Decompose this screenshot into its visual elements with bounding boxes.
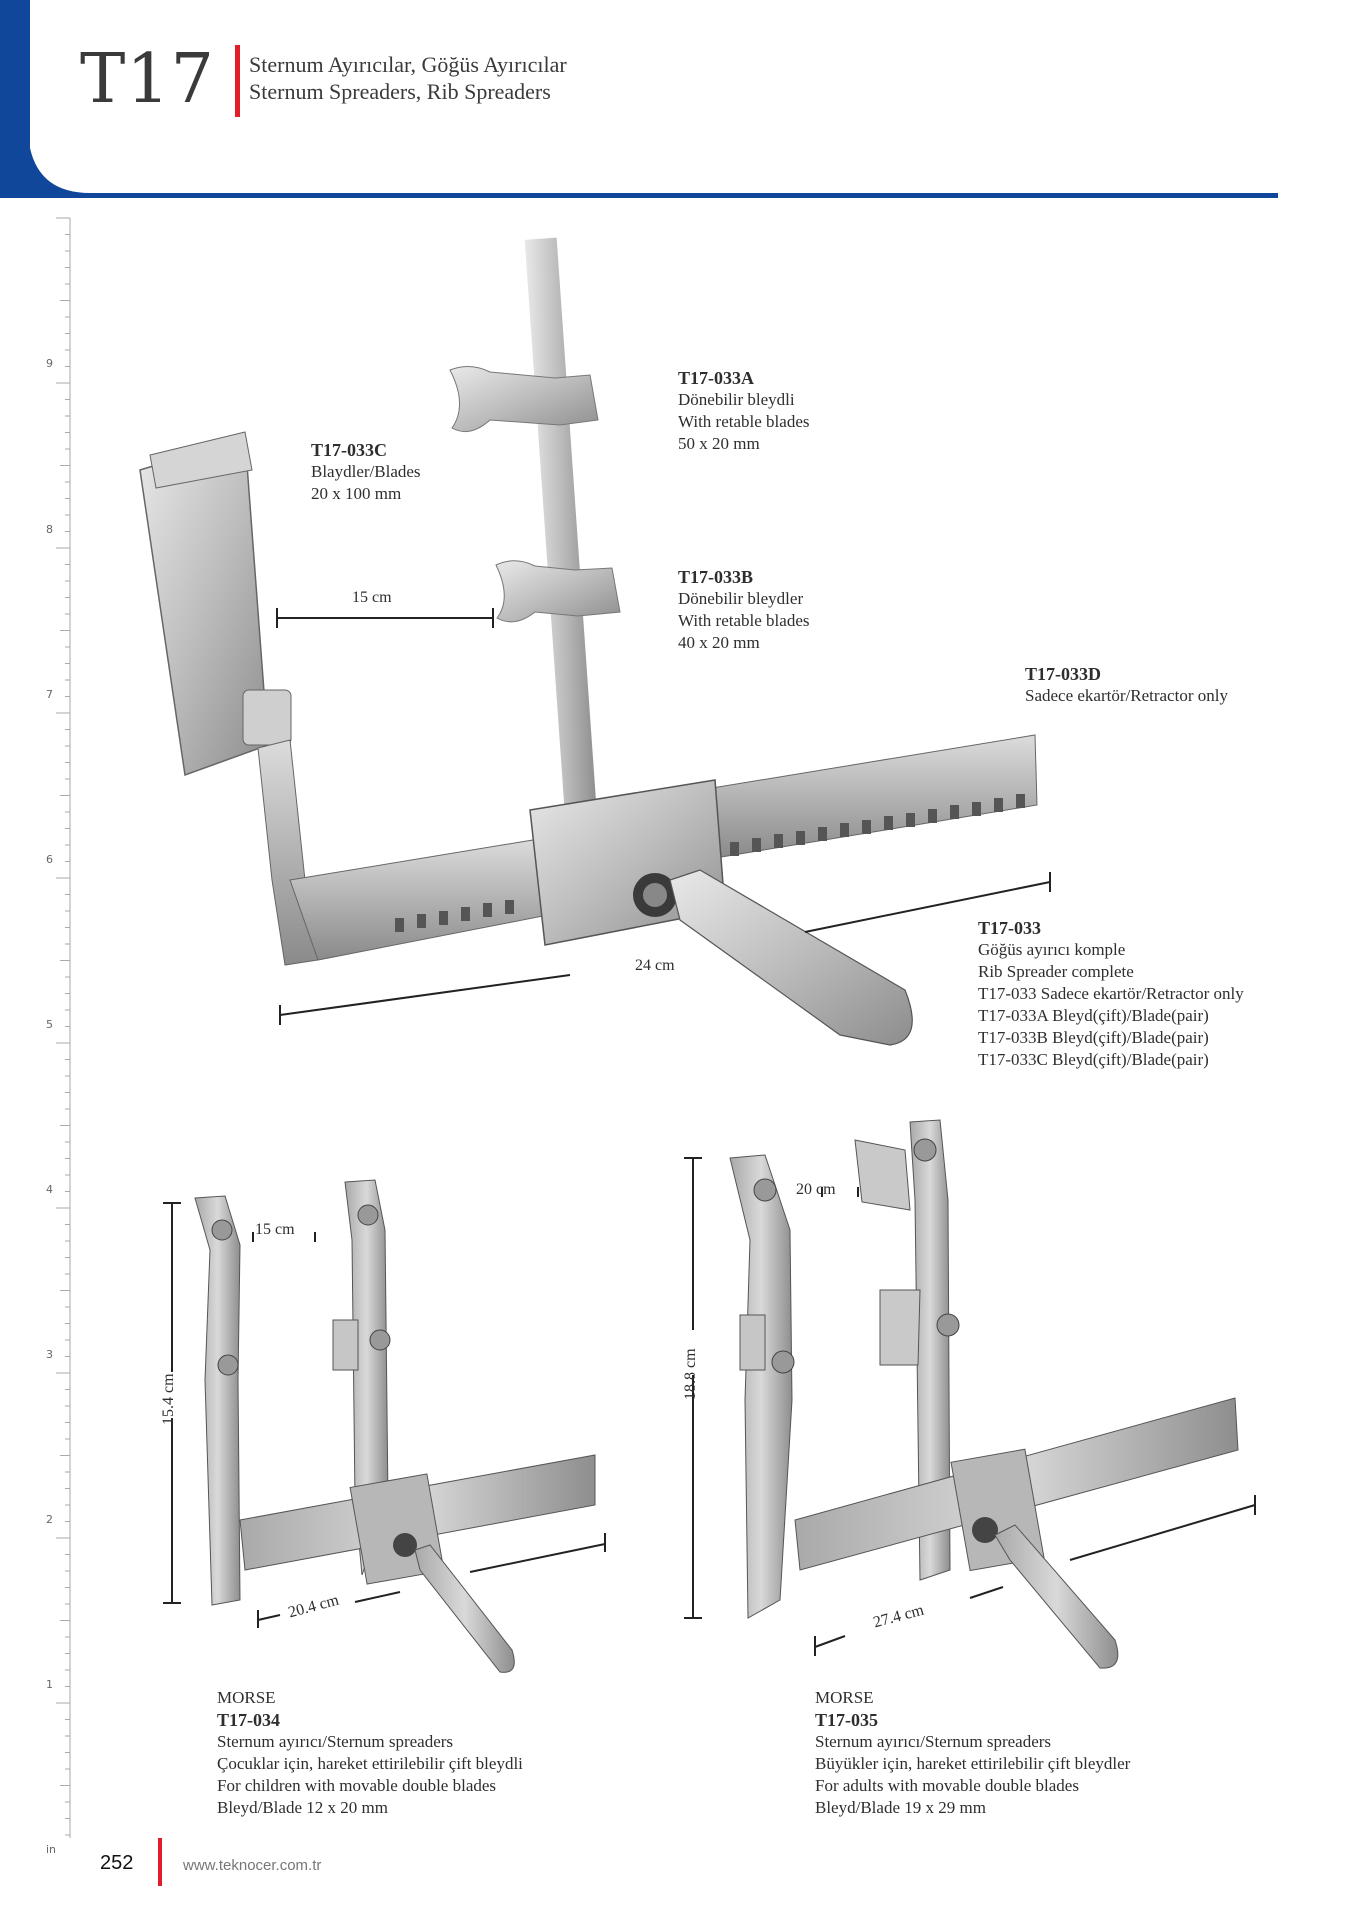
code-t17-033d: T17-033D	[1025, 664, 1101, 684]
ruler-mark-2: 2	[46, 1513, 53, 1526]
label-t17-033b: T17-033B Dönebilir bleydler With retable…	[678, 566, 809, 654]
t17-033b-line1: Dönebilir bleydler	[678, 589, 804, 608]
page-number: 252	[100, 1852, 134, 1874]
t17-034-brand: MORSE	[217, 1688, 276, 1707]
header-red-bar	[235, 45, 240, 117]
dim-t034-width: 15 cm	[255, 1221, 295, 1238]
code-t17-033: T17-033	[978, 918, 1041, 938]
t17-035-line: For adults with movable double blades	[815, 1776, 1079, 1795]
ruler-mark-8: 8	[46, 523, 53, 536]
code-t17-033a: T17-033A	[678, 368, 754, 388]
t17-033-line: Göğüs ayırıcı komple	[978, 940, 1126, 959]
t17-033a-line1: Dönebilir bleydli	[678, 390, 795, 409]
dim-t035-height: 18.8 cm	[682, 1348, 699, 1400]
dim-main-width: 15 cm	[352, 589, 392, 606]
t17-033a-line2: With retable blades	[678, 412, 810, 431]
ruler-mark-6: 6	[46, 853, 53, 866]
t17-033b-line2: With retable blades	[678, 611, 810, 630]
label-t17-033d: T17-033D Sadece ekartör/Retractor only	[1025, 663, 1228, 707]
t17-033-line: T17-033A Bleyd(çift)/Blade(pair)	[978, 1006, 1209, 1025]
t17-033c-line1: Blaydler/Blades	[311, 462, 421, 481]
ruler-mark-5: 5	[46, 1018, 53, 1031]
header-blue-corner	[30, 148, 90, 198]
dim-main-length: 24 cm	[635, 957, 675, 974]
footer-red-bar	[158, 1838, 162, 1886]
code-t17-033b: T17-033B	[678, 567, 754, 587]
website-link[interactable]: www.teknocer.com.tr	[183, 1857, 322, 1874]
section-code: T17	[80, 40, 215, 119]
t17-034-line: Çocuklar için, hareket ettirilebilir çif…	[217, 1754, 523, 1773]
ruler-mark-3: 3	[46, 1348, 53, 1361]
ruler-mark-7: 7	[46, 688, 53, 701]
code-t17-034: T17-034	[217, 1710, 280, 1730]
label-t17-035: MORSE T17-035 Sternum ayırıcı/Sternum sp…	[815, 1687, 1130, 1819]
t17-033-line: T17-033B Bleyd(çift)/Blade(pair)	[978, 1028, 1209, 1047]
t17-034-line: Sternum ayırıcı/Sternum spreaders	[217, 1732, 454, 1751]
t17-033-line: Rib Spreader complete	[978, 962, 1134, 981]
code-t17-033c: T17-033C	[311, 440, 387, 460]
ruler-mark-4: 4	[46, 1183, 53, 1196]
ruler-unit: in	[46, 1843, 57, 1856]
label-t17-033: T17-033 Göğüs ayırıcı komple Rib Spreade…	[978, 917, 1244, 1071]
t17-035-line: Bleyd/Blade 19 x 29 mm	[815, 1798, 986, 1817]
t17-033d-line1: Sadece ekartör/Retractor only	[1025, 686, 1228, 705]
t17-034-line: For children with movable double blades	[217, 1776, 497, 1795]
header-rule	[60, 193, 1278, 198]
label-t17-033c: T17-033C Blaydler/Blades 20 x 100 mm	[311, 439, 421, 505]
t17-035-line: Sternum ayırıcı/Sternum spreaders	[815, 1732, 1052, 1751]
label-t17-034: MORSE T17-034 Sternum ayırıcı/Sternum sp…	[217, 1687, 523, 1819]
section-title-en: Sternum Spreaders, Rib Spreaders	[249, 79, 551, 104]
t17-035-line: Büyükler için, hareket ettirilebilir çif…	[815, 1754, 1131, 1773]
label-t17-033a: T17-033A Dönebilir bleydli With retable …	[678, 367, 809, 455]
code-t17-035: T17-035	[815, 1710, 878, 1730]
t17-033-line: T17-033 Sadece ekartör/Retractor only	[978, 984, 1244, 1003]
dim-t035-width: 20 cm	[796, 1181, 836, 1198]
t17-033-line: T17-033C Bleyd(çift)/Blade(pair)	[978, 1050, 1209, 1069]
t17-033c-line2: 20 x 100 mm	[311, 484, 402, 503]
t17-033b-line3: 40 x 20 mm	[678, 633, 760, 652]
section-title-tr: Sternum Ayırıcılar, Göğüs Ayırıcılar	[249, 52, 567, 77]
ruler-mark-9: 9	[46, 357, 53, 370]
t17-033a-line3: 50 x 20 mm	[678, 434, 760, 453]
t17-034-line: Bleyd/Blade 12 x 20 mm	[217, 1798, 388, 1817]
t17-035-brand: MORSE	[815, 1688, 874, 1707]
header-blue-tab	[0, 0, 30, 198]
ruler-mark-1: 1	[46, 1678, 53, 1691]
